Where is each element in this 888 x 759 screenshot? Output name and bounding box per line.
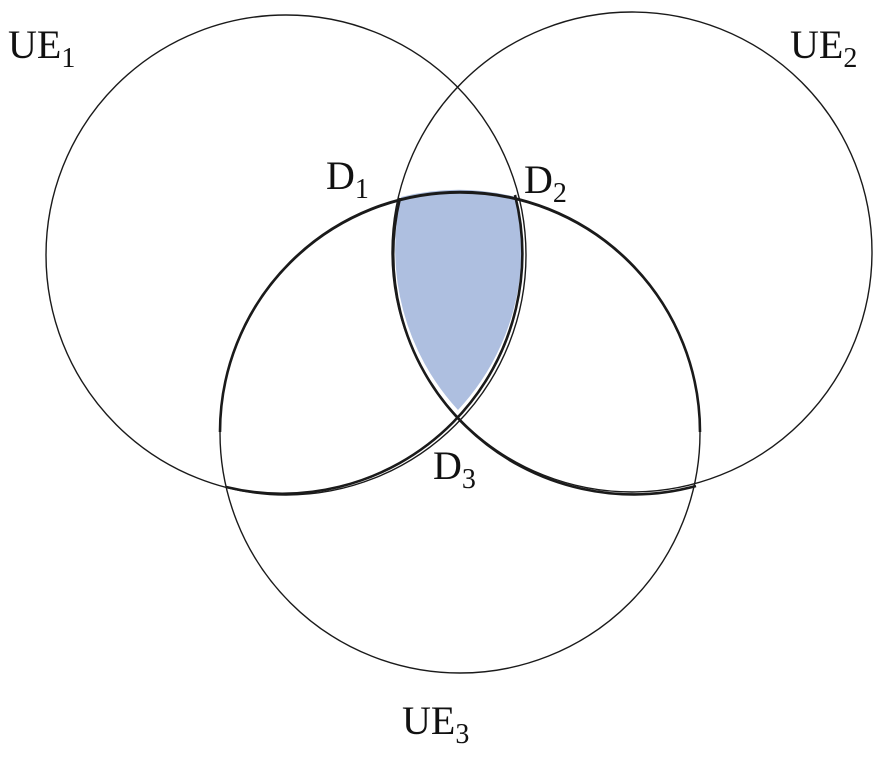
arc-ue2-inner [392,197,697,496]
label-d3: D3 [433,443,476,495]
intersection-region [395,189,522,410]
label-d2: D2 [524,157,567,209]
arc-ue1-inner [225,194,524,495]
label-ue3: UE3 [402,698,469,750]
label-ue2: UE2 [790,22,857,74]
label-d1: D1 [326,153,369,205]
label-ue1: UE1 [8,22,75,74]
arc-ue3-top [218,190,702,433]
